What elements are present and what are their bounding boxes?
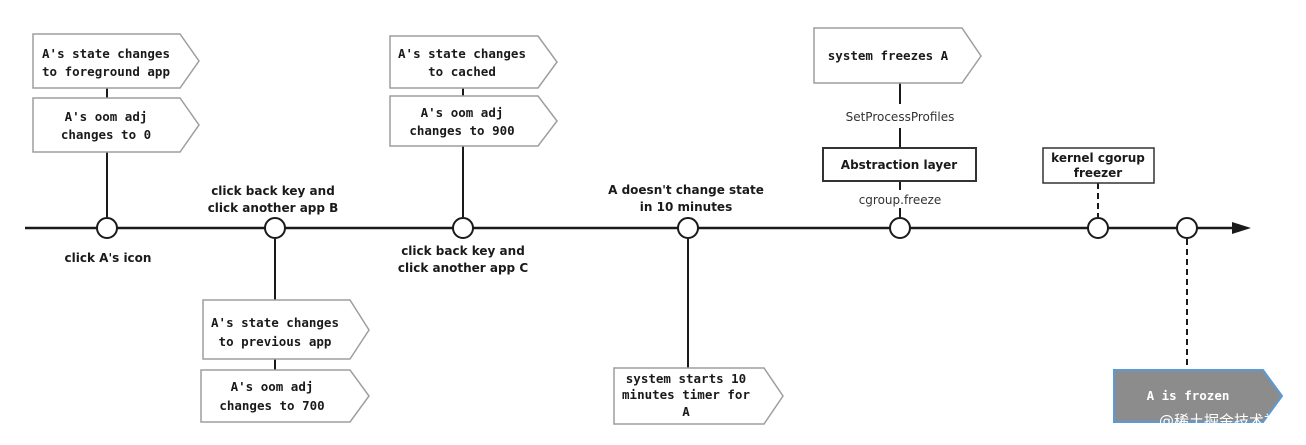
event-node-4	[677, 217, 699, 239]
watermark: @稀土掘金技术社区	[1159, 412, 1294, 430]
event-node-1	[96, 217, 118, 239]
oom700-text-2: changes to 700	[219, 398, 324, 413]
timer-text-3: A	[682, 404, 690, 419]
event-label-click-icon: click A's icon	[65, 251, 152, 265]
set-process-profiles-label: SetProcessProfiles	[846, 110, 955, 124]
event-node-6	[1087, 217, 1109, 239]
cached-state-text-2: to cached	[428, 64, 496, 79]
oom700-box	[200, 369, 370, 423]
cached-state-text-1: A's state changes	[398, 46, 526, 61]
prev-state-text-1: A's state changes	[211, 315, 339, 330]
timer-text-2: minutes timer for	[622, 387, 750, 402]
cached-state-box	[389, 35, 558, 89]
event-label-cgroup-freeze: cgroup.freeze	[859, 193, 942, 207]
oom0-box	[32, 97, 200, 153]
event-label-back-b-1: click back key and	[211, 184, 335, 198]
fg-state-text-1: A's state changes	[42, 46, 170, 61]
event-node-5	[889, 217, 911, 239]
oom900-text-2: changes to 900	[409, 123, 514, 138]
event-label-back-b-2: click another app B	[208, 201, 339, 215]
oom900-text-1: A's oom adj	[421, 105, 504, 120]
event-node-3	[452, 217, 474, 239]
event-label-back-c-1: click back key and	[401, 244, 525, 258]
kernel-freezer-box	[1042, 147, 1155, 184]
event-label-no-change-1: A doesn't change state	[608, 183, 764, 197]
prev-state-text-2: to previous app	[219, 334, 332, 349]
prev-state-box	[202, 299, 370, 360]
kernel-freezer-text-2: freezer	[1074, 166, 1123, 180]
event-label-no-change-2: in 10 minutes	[640, 200, 732, 214]
freezes-text: system freezes A	[828, 48, 949, 63]
abstraction-layer-box	[822, 147, 977, 182]
oom0-text-1: A's oom adj	[65, 109, 148, 124]
frozen-text: A is frozen	[1147, 388, 1230, 403]
fg-state-text-2: to foreground app	[42, 64, 170, 79]
freezes-box	[813, 27, 982, 84]
oom0-text-2: changes to 0	[61, 127, 151, 142]
event-node-7	[1176, 217, 1198, 239]
fg-state-box	[32, 33, 200, 89]
timeline-arrowhead	[1232, 222, 1251, 234]
kernel-freezer-text-1: kernel cgorup	[1051, 151, 1145, 165]
abstraction-layer-text: Abstraction layer	[841, 158, 958, 172]
timer-text-1: system starts 10	[626, 371, 746, 386]
event-node-2	[264, 217, 286, 239]
oom700-text-1: A's oom adj	[231, 379, 314, 394]
event-label-back-c-2: click another app C	[398, 261, 528, 275]
oom900-box	[389, 95, 558, 147]
frozen-box	[1113, 369, 1284, 423]
timer-box	[613, 367, 784, 425]
